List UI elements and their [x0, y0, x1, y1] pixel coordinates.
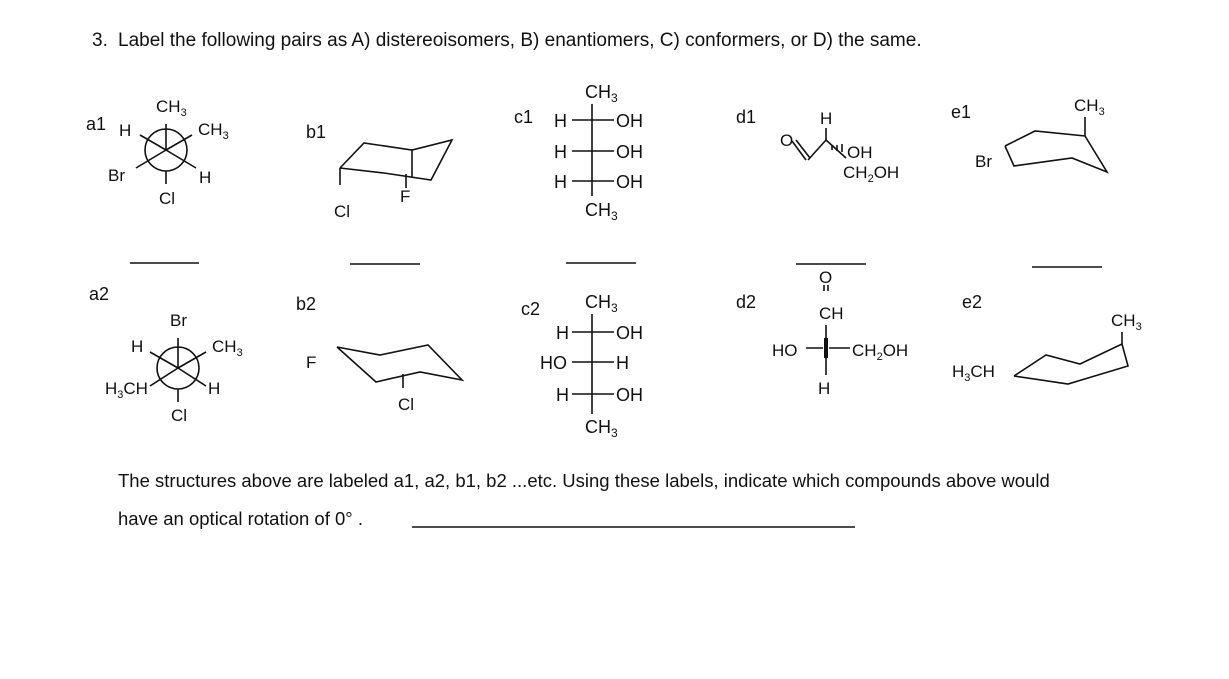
label-e1: e1: [951, 102, 972, 122]
svg-text:Cl: Cl: [398, 395, 414, 414]
svg-text:CH3: CH3: [585, 417, 618, 440]
svg-text:CH2OH: CH2OH: [852, 341, 908, 363]
label-c2: c2: [521, 299, 541, 319]
footer-line-1: The structures above are labeled a1, a2,…: [118, 470, 1050, 491]
svg-text:CH3: CH3: [1111, 311, 1142, 333]
svg-text:Br: Br: [108, 166, 125, 185]
svg-text:H: H: [199, 168, 211, 187]
svg-text:OH: OH: [616, 172, 643, 192]
svg-text:HO: HO: [772, 341, 798, 360]
svg-text:H: H: [131, 337, 143, 356]
chair-b2: F Cl: [306, 344, 465, 414]
question-number: 3.: [92, 30, 108, 51]
svg-text:H: H: [556, 323, 569, 343]
newman-projection-a2: Br CH3 H H3CH H Cl: [105, 311, 243, 425]
svg-text:CH: CH: [819, 304, 844, 323]
label-e2: e2: [962, 292, 983, 312]
label-b2: b2: [296, 294, 317, 314]
svg-text:H: H: [554, 142, 567, 162]
svg-text:HO: HO: [540, 353, 567, 373]
footer-line-2: have an optical rotation of 0° .: [118, 508, 363, 529]
svg-text:H: H: [616, 353, 629, 373]
svg-text:O: O: [780, 131, 793, 150]
svg-text:H: H: [820, 109, 832, 128]
svg-text:H: H: [818, 379, 830, 398]
label-c1: c1: [514, 107, 534, 127]
label-d2: d2: [736, 292, 757, 312]
chair-e1: CH3 Br: [975, 96, 1109, 174]
svg-text:Cl: Cl: [171, 406, 187, 425]
label-d1: d1: [736, 107, 757, 127]
svg-text:CH2OH: CH2OH: [843, 163, 899, 185]
svg-text:CH3: CH3: [585, 292, 618, 315]
wedge-structure-d1: O H OH CH2OH: [780, 109, 899, 185]
svg-text:F: F: [400, 187, 410, 206]
svg-text:Cl: Cl: [159, 189, 175, 208]
svg-text:OH: OH: [616, 111, 643, 131]
chair-b1: Cl F: [334, 138, 454, 221]
svg-text:H: H: [554, 111, 567, 131]
svg-text:OH: OH: [616, 323, 643, 343]
svg-text:CH3: CH3: [212, 337, 243, 359]
svg-text:CH3: CH3: [1074, 96, 1105, 118]
svg-text:H: H: [556, 385, 569, 405]
label-a2: a2: [89, 284, 110, 304]
svg-text:H3CH: H3CH: [952, 362, 995, 384]
chair-e2: CH3 H3CH: [952, 311, 1142, 385]
label-b1: b1: [306, 122, 327, 142]
svg-text:CH3: CH3: [585, 82, 618, 105]
svg-text:CH3: CH3: [585, 200, 618, 223]
svg-text:H: H: [554, 172, 567, 192]
fischer-projection-c2: CH3 H OH HO H H OH CH3: [540, 292, 643, 440]
svg-text:OH: OH: [616, 385, 643, 405]
label-a1: a1: [86, 114, 107, 134]
svg-text:Br: Br: [170, 311, 187, 330]
svg-text:H: H: [208, 379, 220, 398]
svg-text:CH3: CH3: [198, 120, 229, 142]
svg-text:Cl: Cl: [334, 202, 350, 221]
newman-projection-a1: CH3 CH3 H Br H Cl: [108, 97, 229, 208]
svg-text:OH: OH: [616, 142, 643, 162]
svg-text:O: O: [819, 268, 832, 287]
svg-text:H3CH: H3CH: [105, 379, 148, 401]
fischer-projection-c1: CH3 H OH H OH H OH CH3: [554, 82, 643, 223]
fischer-projection-d2: O CH HO CH2OH H: [772, 268, 908, 398]
svg-text:Br: Br: [975, 152, 992, 171]
svg-text:CH3: CH3: [156, 97, 187, 119]
question-text: Label the following pairs as A) distereo…: [118, 30, 922, 51]
svg-text:F: F: [306, 353, 316, 372]
svg-text:OH: OH: [847, 143, 873, 162]
svg-text:H: H: [119, 121, 131, 140]
